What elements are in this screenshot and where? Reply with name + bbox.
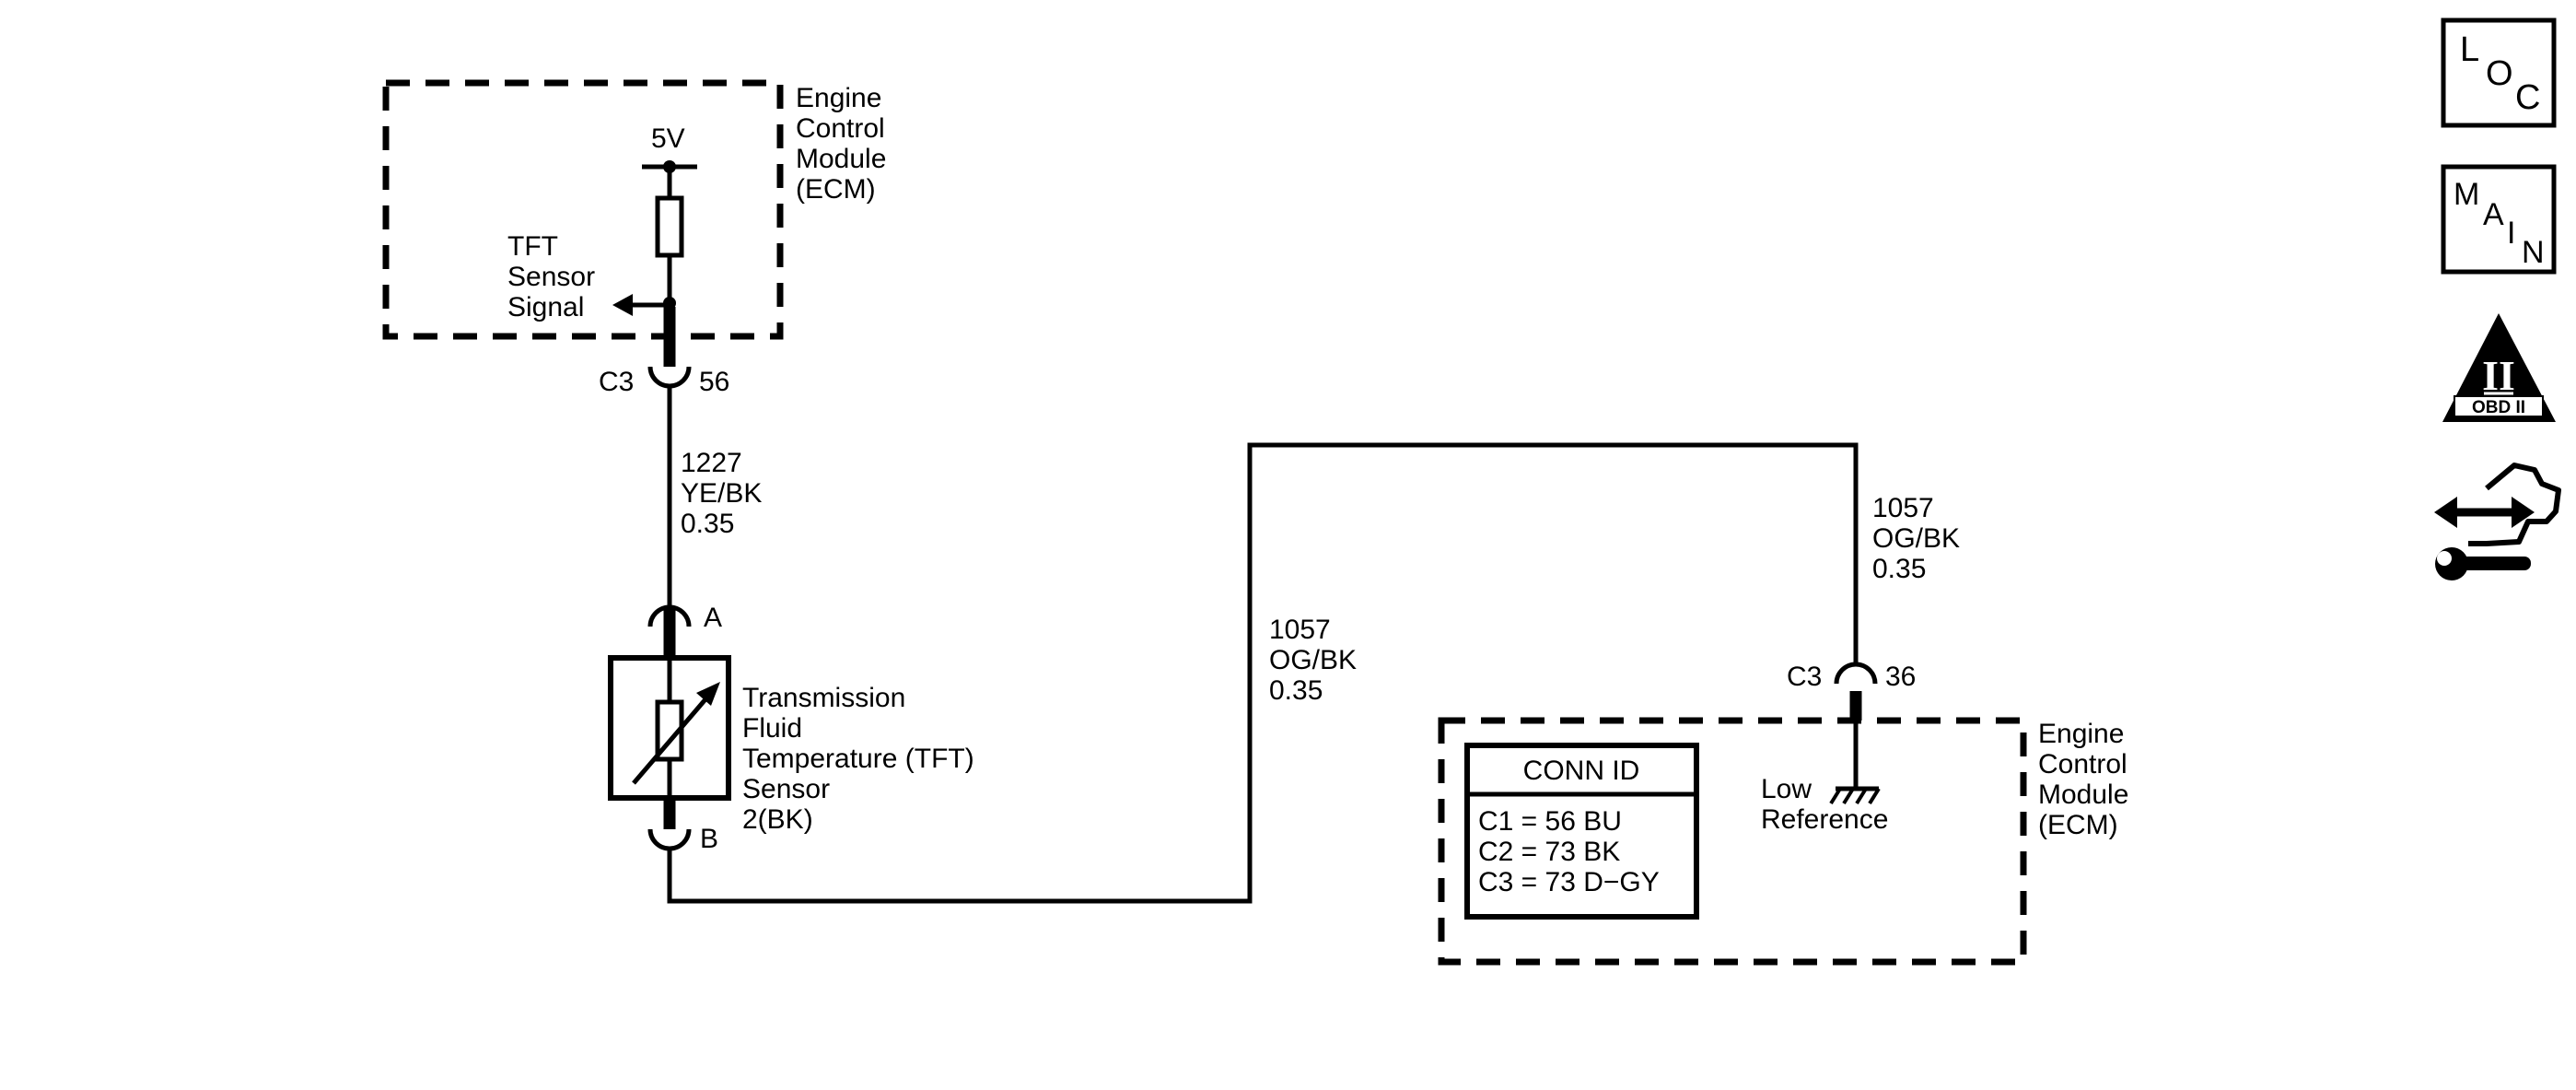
sensor-pin-a-cup bbox=[647, 604, 692, 627]
connector-c3-56: C3 56 bbox=[599, 366, 729, 397]
connector-c3-36: C3 36 bbox=[1787, 662, 1916, 721]
wire-1057-right-color: OG/BK bbox=[1872, 523, 1960, 554]
connector-c3-56-cup bbox=[647, 366, 692, 389]
loc-letter-l: L bbox=[2460, 30, 2479, 69]
conn-id-table: CONN ID C1 = 56 BU C2 = 73 BK C3 = 73 D−… bbox=[1464, 743, 1699, 920]
wire-1227-gauge: 0.35 bbox=[681, 509, 734, 539]
wire-1057-left-circuit: 1057 bbox=[1269, 615, 1331, 645]
sensor-pin-b-cup bbox=[647, 828, 692, 851]
ecm-bottom-name-2: Control bbox=[2038, 749, 2127, 779]
signal-arrow-icon bbox=[612, 294, 633, 316]
sensor-pin-b-label: B bbox=[700, 824, 718, 854]
main-letter-a: A bbox=[2483, 197, 2504, 232]
loc-letter-o: O bbox=[2486, 54, 2513, 93]
obd-label: OBD II bbox=[2472, 398, 2525, 417]
supply-voltage-label: 5V bbox=[651, 123, 685, 154]
sensor-pin-a-label: A bbox=[704, 603, 722, 633]
conn-id-row-2: C2 = 73 BK bbox=[1478, 837, 1620, 867]
conn-id-title: CONN ID bbox=[1523, 756, 1640, 786]
wire-1057 bbox=[667, 442, 1859, 904]
loc-icon[interactable]: L O C bbox=[2441, 18, 2557, 128]
wire-1057-left-color: OG/BK bbox=[1269, 645, 1357, 675]
variable-arrow-icon bbox=[696, 682, 720, 706]
conn-id-row-1: C1 = 56 BU bbox=[1478, 806, 1622, 837]
ecm-top-name-4: (ECM) bbox=[796, 174, 876, 205]
ecm-bottom: Engine Control Module (ECM) Low Referenc… bbox=[1438, 717, 2128, 966]
signal-label-1: TFT bbox=[507, 231, 558, 262]
connector-c3-36-pin: 36 bbox=[1885, 662, 1916, 692]
main-icon[interactable]: M A I N bbox=[2441, 164, 2557, 275]
sensor-name-4: Sensor bbox=[742, 774, 830, 804]
conn-id-row-3: C3 = 73 D−GY bbox=[1478, 867, 1660, 897]
connector-c3-56-pin: 56 bbox=[699, 367, 729, 397]
connector-c3-56-name: C3 bbox=[599, 367, 634, 397]
tft-sensor: A B Transmission Fluid Temperature (TFT)… bbox=[608, 603, 974, 854]
variable-arrow-shaft bbox=[632, 691, 713, 785]
obd-numeral: II bbox=[2482, 352, 2515, 399]
signal-label-2: Sensor bbox=[507, 262, 595, 292]
diagnostic-tool-icon[interactable] bbox=[2434, 463, 2561, 580]
main-letter-m: M bbox=[2454, 177, 2479, 212]
sensor-name-2: Fluid bbox=[742, 713, 802, 744]
conn-id-frame bbox=[1464, 743, 1699, 920]
ecm-top-name-3: Module bbox=[796, 144, 886, 174]
ecm-top-boundary bbox=[382, 79, 784, 340]
ecm-bottom-name-1: Engine bbox=[2038, 719, 2124, 749]
wire-1057-right-circuit: 1057 bbox=[1872, 493, 1934, 523]
loc-letter-c: C bbox=[2515, 78, 2540, 117]
sensor-name-5: 2(BK) bbox=[742, 804, 813, 835]
wire-1227-circuit: 1227 bbox=[681, 448, 742, 478]
wire-1227-color: YE/BK bbox=[681, 478, 762, 509]
obd-ii-icon[interactable]: II OBD II bbox=[2442, 313, 2556, 422]
ground-label-1: Low bbox=[1761, 774, 1812, 804]
wire-1057-right-gauge: 0.35 bbox=[1872, 554, 1926, 584]
ground-icon bbox=[1829, 786, 1881, 805]
pullup-resistor bbox=[655, 195, 684, 258]
sensor-name-1: Transmission bbox=[742, 683, 905, 713]
ecm-bottom-name-3: Module bbox=[2038, 779, 2128, 810]
signal-label-3: Signal bbox=[507, 292, 584, 322]
ground-label-2: Reference bbox=[1761, 804, 1888, 835]
ecm-top-name-2: Control bbox=[796, 113, 885, 144]
main-letter-i: I bbox=[2507, 216, 2515, 251]
ecm-bottom-boundary bbox=[1438, 717, 2027, 966]
connector-c3-36-cup bbox=[1834, 662, 1878, 685]
sensor-name-3: Temperature (TFT) bbox=[742, 744, 974, 774]
connector-c3-36-name: C3 bbox=[1787, 662, 1822, 692]
wire-1057-left-gauge: 0.35 bbox=[1269, 675, 1323, 706]
ecm-top: Engine Control Module (ECM) 5V TFT Senso… bbox=[382, 79, 886, 367]
ecm-bottom-name-4: (ECM) bbox=[2038, 810, 2118, 840]
main-letter-n: N bbox=[2522, 235, 2545, 270]
ecm-top-name-1: Engine bbox=[796, 83, 881, 113]
